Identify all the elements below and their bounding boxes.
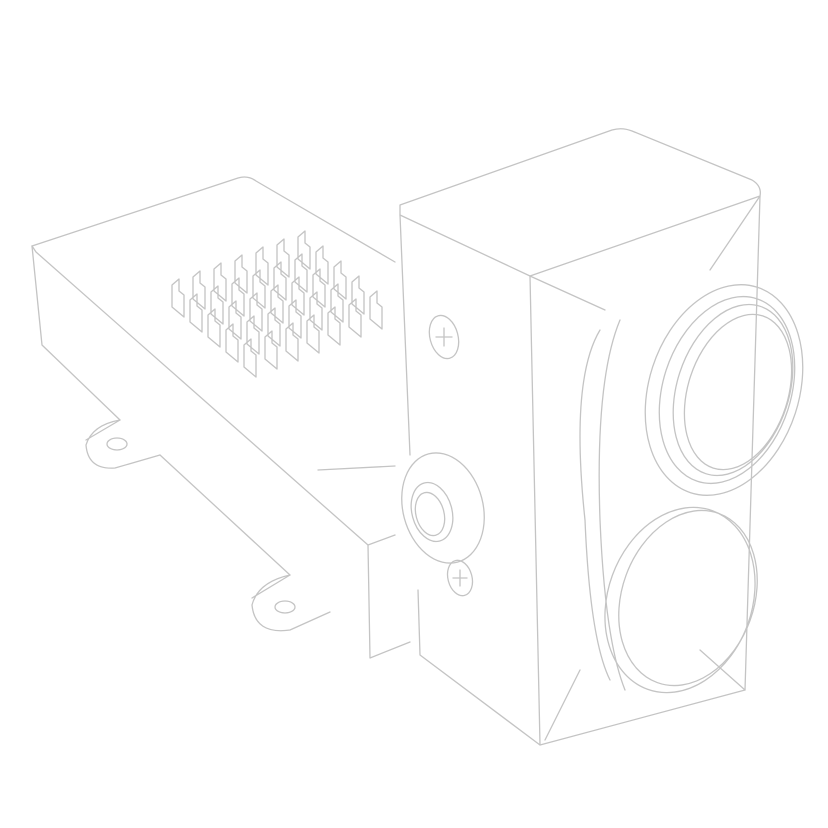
heatsink-fin bbox=[192, 270, 206, 310]
heatsink-fin bbox=[276, 238, 290, 278]
heatsink-fin bbox=[294, 253, 308, 293]
heatsink-fin bbox=[171, 278, 185, 318]
heatsink-fin bbox=[213, 262, 227, 302]
upper-lens bbox=[644, 284, 804, 496]
heatsink-fin bbox=[249, 292, 263, 332]
heatsink-fin bbox=[288, 299, 302, 339]
heatsink-fin bbox=[189, 293, 203, 333]
heatsink-fin bbox=[315, 245, 329, 285]
heatsink-fin bbox=[297, 230, 311, 270]
heatsink-fin bbox=[369, 290, 383, 330]
heatsink-fin bbox=[330, 283, 344, 323]
heatsink-fin bbox=[225, 323, 239, 363]
heatsink-fin bbox=[327, 306, 341, 346]
heatsink-fin bbox=[243, 338, 257, 378]
heatsink-fin bbox=[228, 300, 242, 340]
heatsink-fin bbox=[234, 254, 248, 294]
heatsink-fin bbox=[291, 276, 305, 316]
mounting-tab-left bbox=[85, 419, 161, 469]
heatsink bbox=[171, 230, 383, 378]
mounting-boss bbox=[401, 452, 485, 564]
heatsink-fin bbox=[231, 277, 245, 317]
heatsink-fin bbox=[333, 260, 347, 300]
screw-lower bbox=[446, 559, 474, 597]
heatsink-fin bbox=[207, 308, 221, 348]
heatsink-fin bbox=[252, 269, 266, 309]
heatsink-fin bbox=[210, 285, 224, 325]
screw-upper bbox=[428, 314, 460, 360]
heatsink-fin bbox=[255, 246, 269, 286]
heatsink-fin bbox=[270, 284, 284, 324]
heatsink-fin bbox=[306, 314, 320, 354]
heatsink-fin bbox=[351, 275, 365, 315]
electronics-housing bbox=[31, 176, 411, 659]
heatsink-fin bbox=[273, 261, 287, 301]
heatsink-fin bbox=[264, 330, 278, 370]
heatsink-fin bbox=[246, 315, 260, 355]
heatsink-fin bbox=[285, 322, 299, 362]
heatsink-fin bbox=[348, 298, 362, 338]
lower-lens bbox=[604, 506, 758, 694]
mounting-tab-right bbox=[251, 574, 331, 632]
heatsink-fin bbox=[312, 268, 326, 308]
heatsink-fin bbox=[309, 291, 323, 331]
camera-housing bbox=[399, 128, 761, 746]
heatsink-fin bbox=[267, 307, 281, 347]
